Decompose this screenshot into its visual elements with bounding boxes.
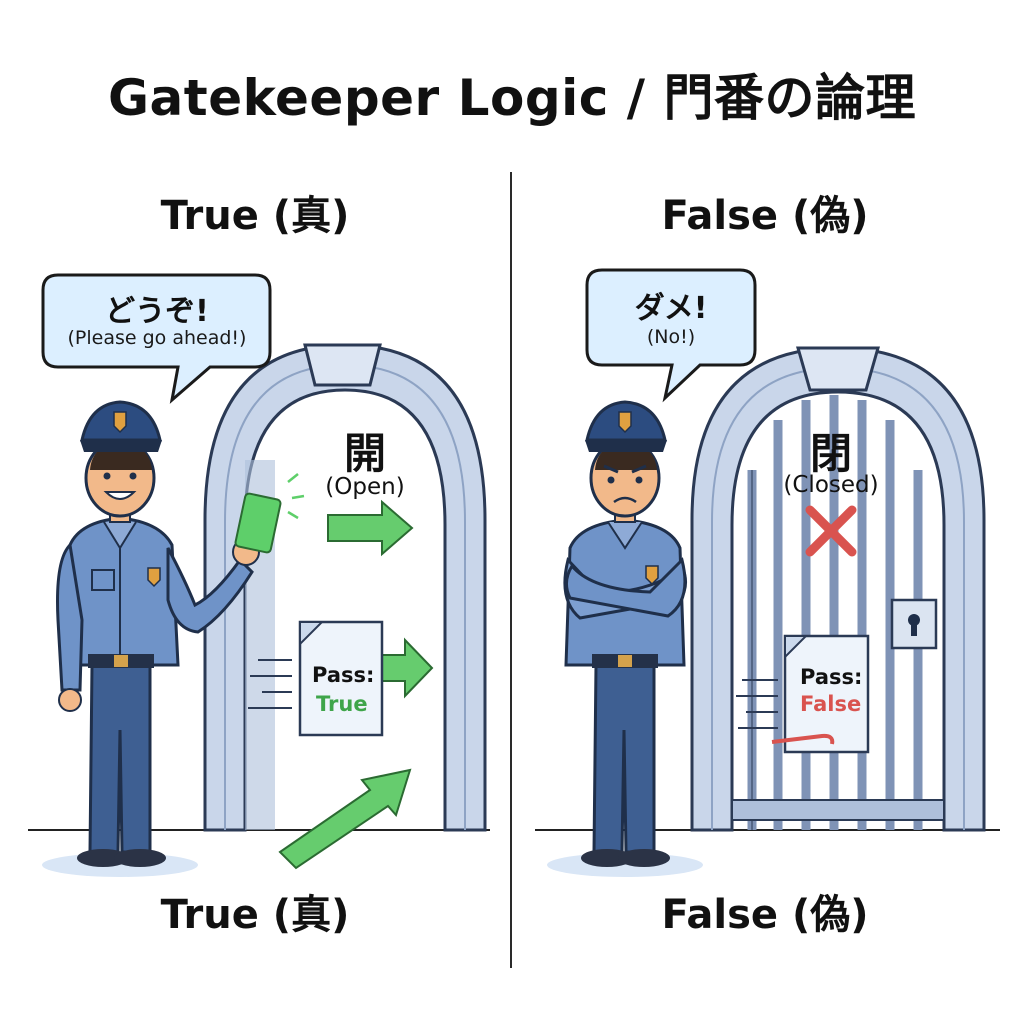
speech-bubble xyxy=(585,268,757,403)
pass-document-icon xyxy=(248,620,384,737)
left-speech-sub: (Please go ahead!) xyxy=(67,327,247,349)
smiling-guard-icon xyxy=(42,400,305,877)
left-pass-label: Pass: xyxy=(312,663,375,687)
left-pass-value: True xyxy=(316,692,368,716)
green-card-icon xyxy=(234,492,282,554)
page-title: Gatekeeper Logic / 門番の論理 xyxy=(108,69,916,127)
closed-label: (Closed) xyxy=(783,472,879,498)
center-divider xyxy=(510,172,512,968)
true-heading-bottom: True (真) xyxy=(160,892,350,938)
frowning-guard-icon xyxy=(547,400,703,877)
gate-keystone xyxy=(796,346,880,392)
closed-kanji-label: 閉 xyxy=(809,429,852,478)
right-speech-sub: (No!) xyxy=(646,326,696,348)
padlock-icon xyxy=(890,598,938,650)
left-speech-main: どうぞ! xyxy=(105,294,209,329)
open-arch-gate xyxy=(203,343,487,832)
red-x-icon xyxy=(805,505,857,557)
closed-barred-gate xyxy=(690,346,986,832)
green-arrow-icon xyxy=(327,499,414,557)
true-heading-top: True (真) xyxy=(160,193,350,239)
false-heading-top: False (偽) xyxy=(661,193,869,239)
right-speech-main: ダメ! xyxy=(634,291,708,326)
pass-document-icon xyxy=(736,634,870,754)
right-pass-label: Pass: xyxy=(800,665,863,689)
false-heading-bottom: False (偽) xyxy=(661,892,869,938)
green-diagonal-arrow-icon xyxy=(278,768,412,870)
speech-bubble xyxy=(41,273,272,404)
open-label: (Open) xyxy=(325,474,405,500)
arch-keystone xyxy=(303,343,382,387)
open-kanji-label: 開 xyxy=(343,429,386,478)
right-pass-value: False xyxy=(800,692,862,716)
